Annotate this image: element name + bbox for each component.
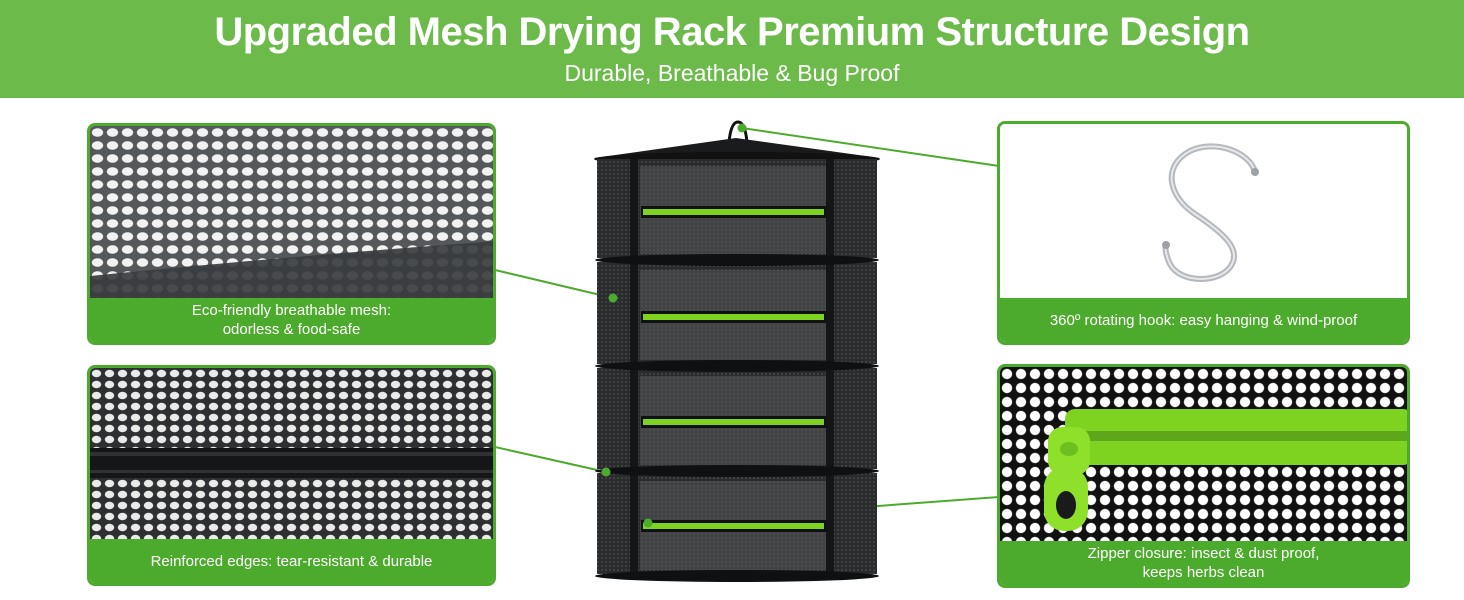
rack-ring-2	[595, 360, 879, 372]
caption-zipper: Zipper closure: insect & dust proof, kee…	[1000, 541, 1407, 585]
page-title: Upgraded Mesh Drying Rack Premium Struct…	[214, 10, 1250, 54]
feature-card-edges: Reinforced edges: tear-resistant & durab…	[87, 365, 496, 586]
caption-mesh: Eco-friendly breathable mesh: odorless &…	[90, 298, 493, 342]
dot-hook	[737, 123, 747, 133]
feature-card-mesh: Eco-friendly breathable mesh: odorless &…	[87, 123, 496, 345]
hanging-loop	[727, 120, 749, 143]
hook-photo	[1000, 124, 1407, 301]
zipper-pull-icon	[1044, 427, 1090, 531]
header-banner: Upgraded Mesh Drying Rack Premium Struct…	[0, 0, 1464, 98]
feature-card-zipper: Zipper closure: insect & dust proof, kee…	[997, 364, 1410, 588]
feature-card-hook: 360º rotating hook: easy hanging & wind-…	[997, 121, 1410, 345]
dot-zipper	[643, 518, 653, 528]
mesh-closeup-photo	[90, 126, 493, 301]
rack-zippers	[641, 206, 826, 532]
rack-ring-bottom	[595, 570, 879, 582]
connector-hook	[741, 127, 1000, 167]
rack-ring-3	[595, 465, 879, 477]
zipper-closeup-photo	[1000, 367, 1407, 544]
connector-edges	[494, 446, 607, 473]
caption-edges: Reinforced edges: tear-resistant & durab…	[90, 539, 493, 583]
caption-hook: 360º rotating hook: easy hanging & wind-…	[1000, 298, 1407, 342]
dot-mesh	[608, 293, 618, 303]
s-hook-icon	[1162, 143, 1259, 282]
rack-ring-1	[595, 254, 879, 266]
dot-edges	[601, 467, 611, 477]
connector-mesh	[494, 269, 614, 299]
page-subtitle: Durable, Breathable & Bug Proof	[564, 60, 900, 86]
edge-closeup-photo	[90, 368, 493, 543]
